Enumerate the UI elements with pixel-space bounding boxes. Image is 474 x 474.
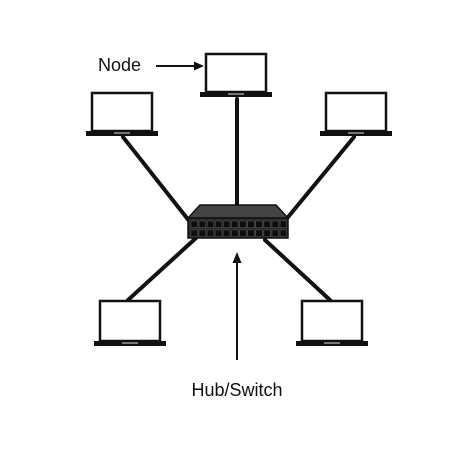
switch-port	[279, 220, 287, 228]
switch-top-face	[186, 204, 290, 219]
cable-right	[282, 135, 356, 224]
node-label: Node	[98, 55, 141, 75]
switch-port	[279, 229, 287, 237]
switch-port	[223, 229, 231, 237]
laptop-right[interactable]	[320, 91, 392, 136]
laptop-trackpad	[228, 93, 244, 95]
switch-port	[198, 220, 206, 228]
switch-port	[215, 220, 223, 228]
annotation-arrows	[156, 61, 242, 360]
switch-port	[223, 220, 231, 228]
switch-port	[190, 220, 198, 228]
switch-port	[271, 229, 279, 237]
network-switch[interactable]	[186, 204, 290, 239]
connection-cables	[121, 97, 356, 302]
switch-port	[271, 220, 279, 228]
laptop-top[interactable]	[200, 52, 272, 97]
switch-port	[206, 229, 214, 237]
laptop-trackpad	[114, 132, 130, 134]
switch-port	[190, 229, 198, 237]
hub-arrow-head	[232, 252, 242, 263]
switch-port	[239, 229, 247, 237]
switch-port	[215, 229, 223, 237]
laptop-screen	[90, 91, 154, 133]
laptop-screen	[324, 91, 388, 133]
node-arrow-head	[194, 61, 204, 71]
laptop-screen	[98, 299, 162, 343]
switch-port	[255, 229, 263, 237]
switch-ports	[190, 220, 287, 237]
switch-port	[247, 220, 255, 228]
laptop-trackpad	[324, 342, 340, 344]
switch-port	[198, 229, 206, 237]
switch-port	[231, 229, 239, 237]
laptop-screen	[300, 299, 364, 343]
cable-bottom-right	[263, 238, 332, 302]
switch-port	[231, 220, 239, 228]
laptop-trackpad	[122, 342, 138, 344]
hub-switch-label: Hub/Switch	[191, 380, 282, 400]
cable-bottom-left	[126, 236, 198, 302]
switch-port	[263, 229, 271, 237]
switch-port	[239, 220, 247, 228]
switch-port	[206, 220, 214, 228]
laptop-screen	[204, 52, 268, 94]
laptop-trackpad	[348, 132, 364, 134]
laptop-left[interactable]	[86, 91, 158, 136]
switch-port	[247, 229, 255, 237]
laptop-bottom-left[interactable]	[94, 299, 166, 346]
cable-left	[121, 135, 192, 224]
switch-port	[255, 220, 263, 228]
laptop-bottom-right[interactable]	[296, 299, 368, 346]
switch-port	[263, 220, 271, 228]
